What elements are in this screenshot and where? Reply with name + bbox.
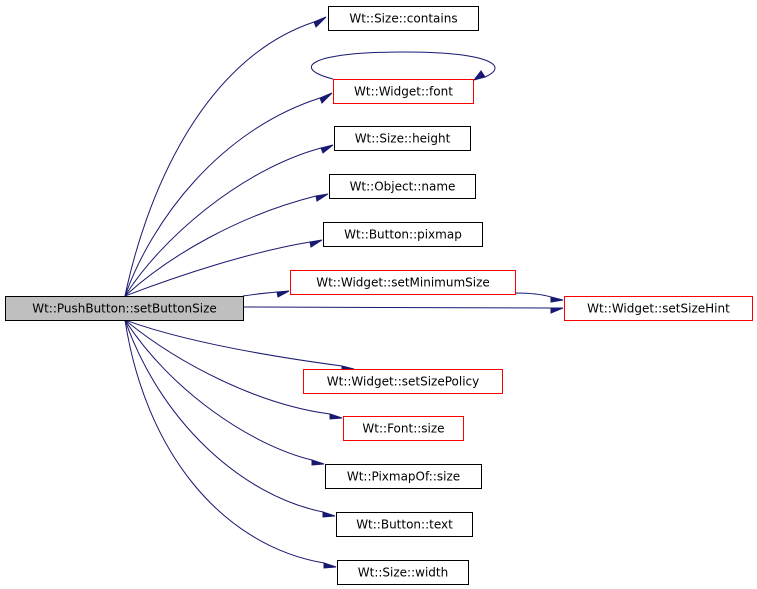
edge-line [124,319,331,415]
edge-arrowhead [323,562,337,569]
nodes-layer: Wt::PushButton::setButtonSize Wt::Size::c… [5,6,753,585]
edge-arrowhead [329,413,343,420]
edge-arrowhead [320,144,334,154]
edge-line [242,306,552,309]
edge-line [124,195,317,297]
node-setSizeHint[interactable]: Wt::Widget::setSizeHint [564,296,753,321]
node-box [334,126,471,151]
node-label: Wt::PixmapOf::size [347,470,460,484]
node-box [336,512,473,537]
edge-line [124,147,322,297]
node-label: Wt::Size::height [355,132,451,146]
edge-line [124,241,311,297]
node-pixmapsize[interactable]: Wt::PixmapOf::size [325,464,482,489]
edge-setMinimumSize-to-setSizeHint [514,292,564,303]
node-label: Wt::Object::name [350,180,456,194]
node-box [323,222,483,247]
node-box [337,560,469,585]
edge-line [242,291,278,297]
edge-line [124,319,343,367]
node-text[interactable]: Wt::Button::text [336,512,473,537]
node-contains[interactable]: Wt::Size::contains [328,6,479,31]
edge-arrowhead [309,239,323,248]
edge-line [124,319,313,461]
node-label: Wt::Button::text [356,518,453,532]
node-label: Wt::Size::width [358,566,448,580]
edge-font-to-font [310,51,496,81]
edge-arrowhead [276,290,290,298]
edge-root-to-contains [124,16,327,297]
edge-root-to-fontsize [124,319,343,420]
node-label: Wt::Button::pixmap [344,228,462,242]
edge-root-to-pixmapsize [124,319,325,466]
node-box [333,79,474,104]
edge-arrowhead [315,193,329,202]
edge-arrowhead [311,459,325,466]
node-name[interactable]: Wt::Object::name [329,174,476,199]
node-box [328,6,479,31]
edge-root-to-name [124,193,329,297]
node-box [343,416,464,441]
edge-root-to-width [124,319,337,569]
node-setMinimumSize[interactable]: Wt::Widget::setMinimumSize [290,270,516,295]
node-width[interactable]: Wt::Size::width [337,560,469,585]
edge-line [124,319,325,564]
edge-root-to-setMinimumSize [242,290,290,298]
edge-root-to-setSizeHint [242,306,564,314]
node-label: Wt::Size::contains [349,12,457,26]
node-height[interactable]: Wt::Size::height [334,126,471,151]
node-label: Wt::Widget::setSizeHint [587,302,730,316]
node-label: Wt::Widget::setMinimumSize [316,276,490,290]
node-label: Wt::PushButton::setButtonSize [32,302,217,316]
edge-root-to-text [124,319,336,518]
node-box [5,296,244,321]
edge-arrowhead [313,16,327,28]
edge-root-to-font [124,92,333,297]
edge-arrowhead [322,511,336,518]
node-box [325,464,482,489]
edge-arrowhead [472,70,486,81]
node-label: Wt::Font::size [362,422,444,436]
node-box [564,296,753,321]
edge-line [124,21,315,297]
edge-line [514,292,552,298]
node-pixmap[interactable]: Wt::Button::pixmap [323,222,483,247]
node-fontsize[interactable]: Wt::Font::size [343,416,464,441]
edges-layer [124,16,564,569]
node-box [303,369,503,394]
edge-arrowhead [319,92,333,104]
node-font[interactable]: Wt::Widget::font [333,79,474,104]
node-setSizePolicy[interactable]: Wt::Widget::setSizePolicy [303,369,503,394]
edge-line [124,97,321,297]
node-label: Wt::Widget::setSizePolicy [327,375,480,389]
edge-arrowhead [550,307,564,314]
root-node[interactable]: Wt::PushButton::setButtonSize [5,296,244,321]
edge-root-to-height [124,144,334,297]
edge-line [124,319,324,513]
node-box [329,174,476,199]
edge-arrowhead [550,296,564,303]
edge-line [310,51,496,80]
node-label: Wt::Widget::font [354,85,453,99]
node-box [290,270,516,295]
edge-root-to-pixmap [124,239,323,297]
